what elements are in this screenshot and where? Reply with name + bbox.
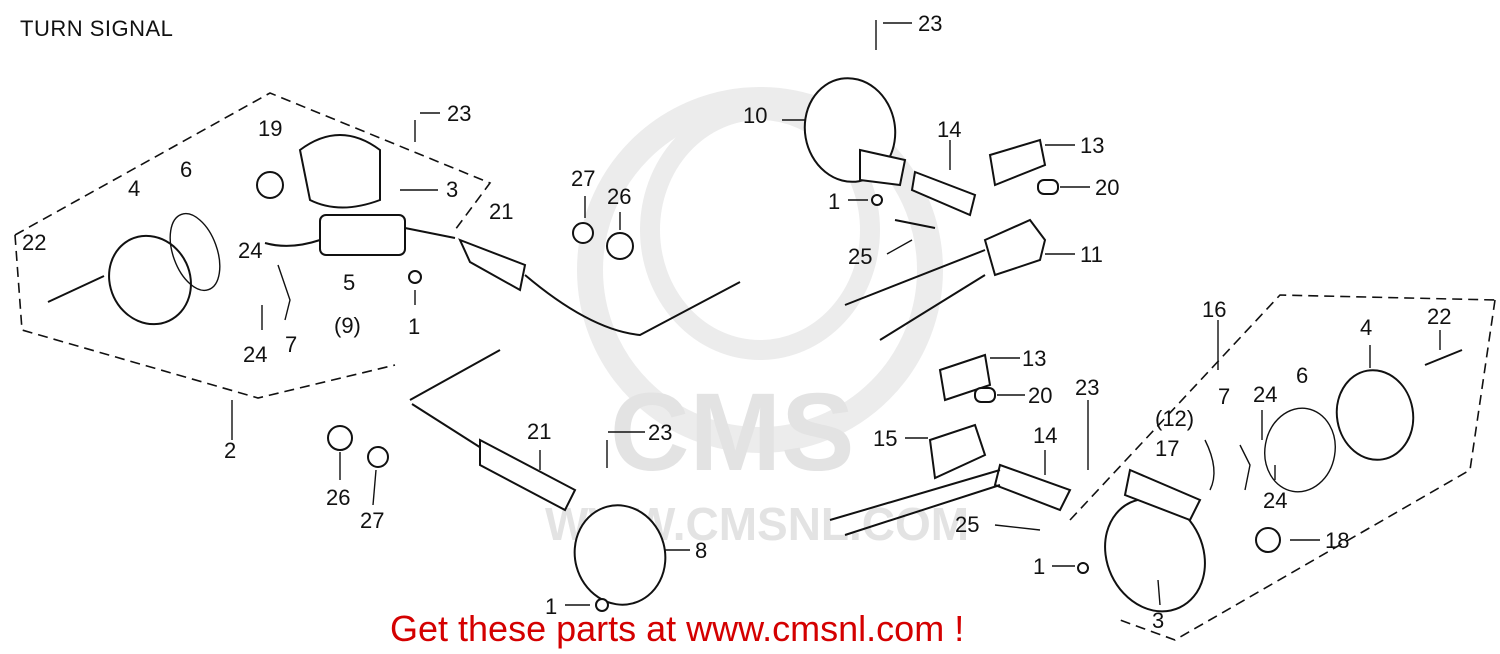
collar-20-upper[interactable] — [1037, 179, 1059, 195]
callout-22-left[interactable]: 22 — [22, 230, 46, 255]
callout-18[interactable]: 18 — [1325, 528, 1349, 553]
callout-24-right-lower[interactable]: 24 — [1263, 488, 1287, 513]
housing-10-neck[interactable] — [859, 148, 907, 187]
callout-10[interactable]: 10 — [743, 103, 767, 128]
callout-26-upper[interactable]: 26 — [607, 184, 631, 209]
upper-rear-assembly — [782, 20, 1090, 341]
callout-12[interactable]: (12) — [1155, 406, 1194, 431]
nut-26-lower[interactable] — [327, 425, 353, 451]
nut-26-upper[interactable] — [606, 232, 634, 260]
lens-4-left[interactable] — [95, 222, 206, 337]
callout-20-lower[interactable]: 20 — [1028, 383, 1052, 408]
rim-6-right[interactable] — [1258, 403, 1342, 498]
callout-13-lower[interactable]: 13 — [1022, 346, 1046, 371]
stem-14-lower[interactable] — [993, 463, 1072, 512]
spacer-parts-upper — [572, 196, 634, 260]
callout-20-upper[interactable]: 20 — [1095, 175, 1119, 200]
callout-1-right[interactable]: 1 — [1033, 554, 1045, 579]
bulb-19[interactable] — [256, 171, 284, 199]
callout-17[interactable]: 17 — [1155, 436, 1179, 461]
rim-6-left[interactable] — [161, 207, 230, 297]
nut-1-left[interactable] — [408, 270, 422, 284]
callout-24-left-upper[interactable]: 24 — [238, 238, 262, 263]
callout-2[interactable]: 2 — [224, 438, 236, 463]
watermark-brand: CMS — [610, 371, 854, 494]
washer-27-upper[interactable] — [572, 222, 594, 244]
bracket-15[interactable] — [928, 423, 987, 480]
callout-25-lower[interactable]: 25 — [955, 512, 979, 537]
callout-26-lower[interactable]: 26 — [326, 485, 350, 510]
callout-23-lower[interactable]: 23 — [648, 420, 672, 445]
callout-1-lower[interactable]: 1 — [545, 594, 557, 619]
callout-15[interactable]: 15 — [873, 426, 897, 451]
callout-21-lower[interactable]: 21 — [527, 419, 551, 444]
callout-labels: 22 4 6 19 24 5 (9) 24 7 23 3 1 21 2 27 2… — [22, 11, 1451, 633]
stem-21-left[interactable] — [458, 238, 527, 292]
callout-3-left[interactable]: 3 — [446, 177, 458, 202]
footer-parts-link[interactable]: Get these parts at www.cmsnl.com ! — [390, 608, 965, 649]
callout-3-right[interactable]: 3 — [1152, 608, 1164, 633]
lens-4-right[interactable] — [1330, 364, 1420, 466]
callout-11[interactable]: 11 — [1080, 242, 1103, 267]
lens-3-right[interactable] — [1087, 482, 1223, 628]
callout-24-left-lower[interactable]: 24 — [243, 342, 267, 367]
collar-20-lower[interactable] — [974, 387, 996, 403]
callout-23-right[interactable]: 23 — [1075, 375, 1099, 400]
socket-5[interactable] — [319, 214, 406, 256]
callout-7-left[interactable]: 7 — [285, 332, 297, 357]
callout-8[interactable]: 8 — [695, 538, 707, 563]
callout-1-left[interactable]: 1 — [408, 314, 420, 339]
callout-13-upper[interactable]: 13 — [1080, 133, 1104, 158]
stem-21-lower[interactable] — [479, 438, 577, 512]
callout-21-upper[interactable]: 21 — [489, 199, 513, 224]
callout-23-left[interactable]: 23 — [447, 101, 471, 126]
callout-23-top[interactable]: 23 — [918, 11, 942, 36]
callout-25-upper[interactable]: 25 — [848, 244, 872, 269]
callout-1-upper[interactable]: 1 — [828, 189, 840, 214]
callout-14-lower[interactable]: 14 — [1033, 423, 1057, 448]
callout-14-upper[interactable]: 14 — [937, 117, 961, 142]
callout-5[interactable]: 5 — [343, 270, 355, 295]
callout-22-right[interactable]: 22 — [1427, 304, 1451, 329]
callout-19[interactable]: 19 — [258, 116, 282, 141]
washer-27-lower[interactable] — [367, 446, 389, 468]
callout-6-right[interactable]: 6 — [1296, 363, 1308, 388]
callout-4-left[interactable]: 4 — [128, 176, 140, 201]
lens-8[interactable] — [564, 495, 677, 615]
housing-3-left[interactable] — [298, 134, 381, 209]
callout-7-right[interactable]: 7 — [1218, 384, 1230, 409]
nut-1-upper[interactable] — [871, 194, 883, 206]
page-title: TURN SIGNAL — [20, 16, 174, 41]
nut-1-right[interactable] — [1077, 562, 1089, 574]
callout-9[interactable]: (9) — [334, 313, 361, 338]
stem-14-upper[interactable] — [910, 170, 977, 217]
callout-6-left[interactable]: 6 — [180, 157, 192, 182]
nut-1-lower[interactable] — [595, 598, 609, 612]
callout-4-right[interactable]: 4 — [1360, 315, 1372, 340]
callout-16[interactable]: 16 — [1202, 297, 1226, 322]
socket-17[interactable] — [1123, 468, 1202, 522]
callout-27-lower[interactable]: 27 — [360, 508, 384, 533]
lower-front-assembly — [327, 349, 690, 615]
lower-rear-assembly — [829, 294, 1496, 641]
bracket-11[interactable] — [983, 218, 1047, 277]
callout-24-right-upper[interactable]: 24 — [1253, 382, 1277, 407]
bulb-18[interactable] — [1255, 527, 1281, 553]
callout-27-upper[interactable]: 27 — [571, 166, 595, 191]
bracket-13-upper[interactable] — [988, 138, 1047, 187]
left-front-assembly — [14, 92, 741, 440]
